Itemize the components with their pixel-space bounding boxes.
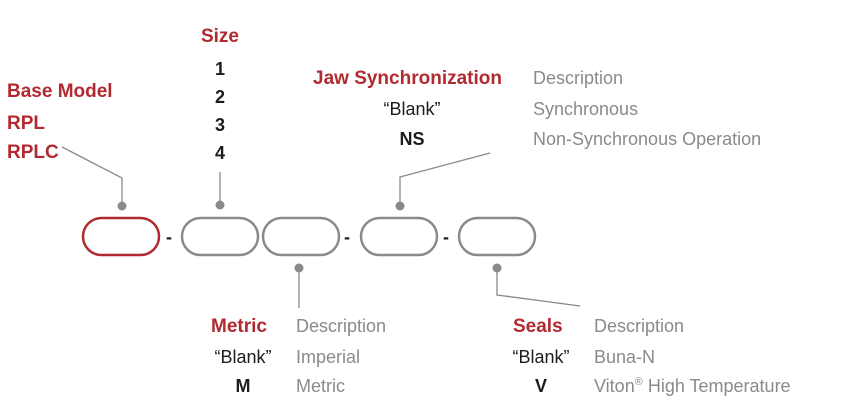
base-model-option: RPLC xyxy=(7,142,59,163)
seals-description: Viton® High Temperature xyxy=(594,376,791,396)
metric-box xyxy=(261,216,341,257)
jaw-sync-description: Synchronous xyxy=(533,99,639,119)
base-model-dot xyxy=(117,201,127,211)
size-dot xyxy=(215,200,225,210)
jaw-sync-dot xyxy=(395,201,405,211)
separator: - xyxy=(166,227,172,247)
base-model-leader xyxy=(61,146,123,206)
jaw-sync-description: Non-Synchronous Operation xyxy=(533,129,762,149)
registered-mark: ® xyxy=(634,376,643,388)
metric-dot xyxy=(294,263,304,273)
size-option: 4 xyxy=(214,143,226,163)
metric-description: Imperial xyxy=(296,347,361,367)
seals-leader xyxy=(496,268,581,307)
seals-code: “Blank” xyxy=(512,347,570,367)
viton-label: Viton xyxy=(594,376,635,396)
metric-title: Metric xyxy=(211,316,267,337)
metric-description: Metric xyxy=(296,376,345,396)
jaw-sync-code: NS xyxy=(399,129,425,149)
base-model-title: Base Model xyxy=(7,81,113,102)
seals-dot xyxy=(492,263,502,273)
seals-box xyxy=(457,216,537,257)
jaw-sync-box xyxy=(359,216,439,257)
seals-title: Seals xyxy=(513,316,563,337)
size-option: 2 xyxy=(214,87,226,107)
jaw-sync-description-header: Description xyxy=(533,68,624,88)
metric-description-header: Description xyxy=(296,316,387,336)
seals-code: V xyxy=(534,376,548,396)
size-title: Size xyxy=(200,26,240,47)
separator: - xyxy=(344,227,350,247)
size-box xyxy=(180,216,260,257)
jaw-sync-title: Jaw Synchronization xyxy=(313,68,502,89)
base-model-box xyxy=(81,216,161,257)
separator: - xyxy=(443,227,449,247)
size-option: 3 xyxy=(214,115,226,135)
seals-description: Buna-N xyxy=(594,347,656,367)
seals-description-header: Description xyxy=(594,316,685,336)
size-option: 1 xyxy=(214,59,226,79)
jaw-sync-leader xyxy=(399,152,491,206)
metric-code: “Blank” xyxy=(214,347,272,367)
jaw-sync-code: “Blank” xyxy=(383,99,441,119)
high-temperature-label: High Temperature xyxy=(647,376,791,396)
base-model-option: RPL xyxy=(7,113,45,134)
metric-code: M xyxy=(235,376,251,396)
